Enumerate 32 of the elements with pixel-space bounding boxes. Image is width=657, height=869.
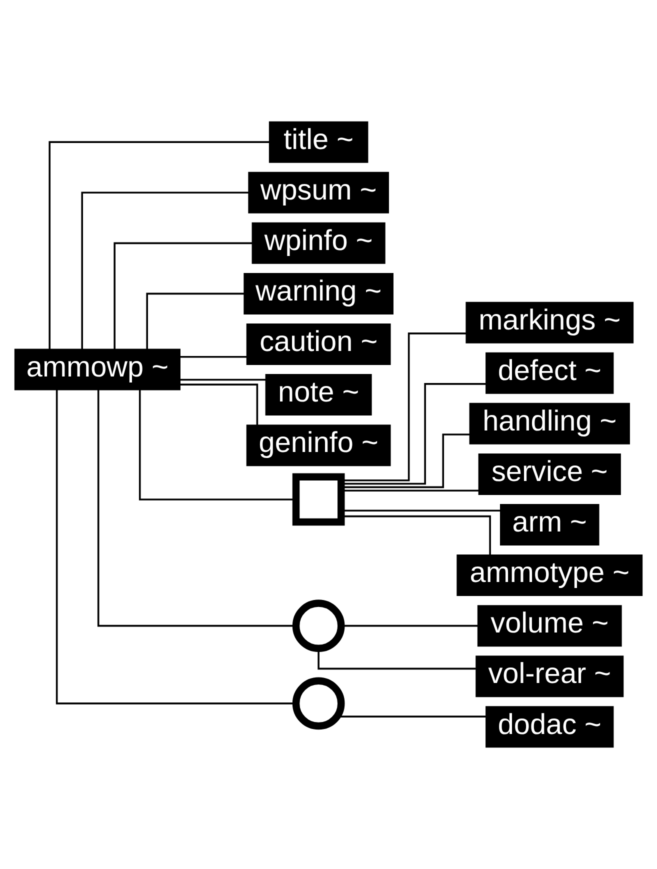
node-box <box>292 473 345 526</box>
node-box: arm ~ <box>500 504 600 546</box>
connector <box>342 624 478 627</box>
node-box: ammotype ~ <box>456 554 643 596</box>
node-box: vol-rear ~ <box>476 656 624 698</box>
node-box: geninfo ~ <box>246 424 391 466</box>
node-box: handling ~ <box>469 402 630 444</box>
node-box: volume ~ <box>477 605 622 647</box>
node-box: warning ~ <box>244 272 394 314</box>
connector <box>48 141 270 350</box>
connector <box>180 384 258 426</box>
node-box: defect ~ <box>486 352 614 394</box>
node-box: service ~ <box>478 453 621 495</box>
node-circle <box>292 677 345 730</box>
node-box: wpinfo ~ <box>252 222 386 264</box>
connector <box>180 378 266 381</box>
connector <box>318 648 476 670</box>
connector <box>114 242 252 350</box>
connector <box>81 192 249 350</box>
node-box: wpsum ~ <box>248 172 389 214</box>
node-box: title ~ <box>268 121 368 163</box>
node-box: ammowp ~ <box>14 348 180 390</box>
node-box: dodac ~ <box>486 706 614 748</box>
connector <box>180 356 248 358</box>
node-box: markings ~ <box>466 302 634 344</box>
node-circle <box>292 600 345 652</box>
connector <box>342 510 501 512</box>
connector <box>146 292 244 350</box>
node-box: caution ~ <box>246 323 391 365</box>
connector <box>342 515 491 556</box>
node-box: note ~ <box>265 374 372 416</box>
connector <box>342 490 479 492</box>
